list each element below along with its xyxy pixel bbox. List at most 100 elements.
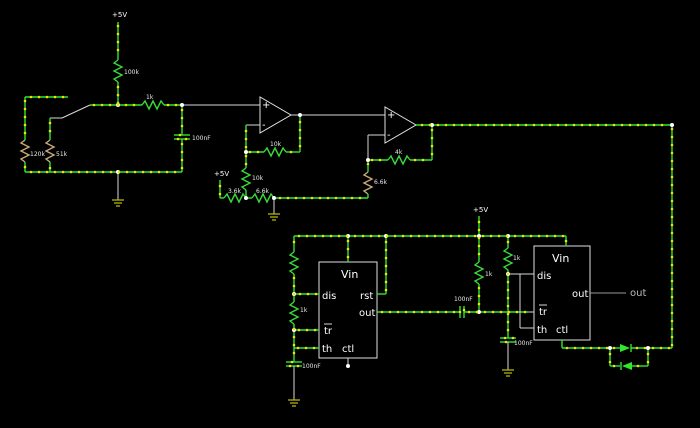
current-dot: [292, 276, 296, 280]
current-dot: [556, 123, 560, 127]
current-dot: [428, 123, 432, 127]
timer2-tr: tr: [539, 307, 548, 318]
current-dot: [506, 320, 510, 324]
timer1-rst: rst: [360, 291, 373, 302]
current-dot: [278, 196, 282, 200]
current-dot: [393, 234, 397, 238]
resistor-51k[interactable]: [44, 139, 56, 163]
current-dot: [644, 123, 648, 127]
current-dot: [477, 228, 481, 232]
current-dot: [178, 133, 182, 137]
diode-1[interactable]: [620, 344, 630, 352]
current-dot: [288, 364, 292, 368]
current-dot: [180, 108, 184, 112]
resistor-3-6k[interactable]: [223, 192, 247, 204]
resistor-1k-timer2[interactable]: [502, 247, 514, 271]
current-dot: [346, 255, 350, 259]
current-dot: [85, 170, 89, 174]
current-dot: [296, 364, 300, 368]
current-dot: [116, 32, 120, 36]
current-dot: [425, 234, 429, 238]
current-dot: [508, 123, 512, 127]
current-dot: [659, 346, 663, 350]
current-dot: [23, 107, 27, 111]
current-dot: [180, 142, 184, 146]
current-dot: [421, 158, 425, 162]
r-1k-mid-label: 1k: [485, 271, 493, 278]
current-dot: [218, 184, 222, 188]
current-dot: [184, 137, 188, 141]
current-dot: [396, 310, 400, 314]
current-dot: [635, 346, 639, 350]
current-dot: [29, 170, 33, 174]
diode-2[interactable]: [622, 362, 632, 370]
resistor-10k-vertical[interactable]: [240, 167, 252, 191]
resistor-4k[interactable]: [387, 154, 411, 166]
timer-2[interactable]: Vin dis out tr th ctl: [533, 245, 591, 341]
current-dot: [548, 123, 552, 127]
timer2-wiring: 1k 100nF out: [500, 123, 674, 377]
current-dot: [670, 271, 674, 275]
current-dot: [646, 360, 650, 364]
current-dot: [292, 335, 296, 339]
resistor-6-6k-a[interactable]: [251, 192, 275, 204]
current-dot: [503, 336, 507, 340]
c-100nF-mid-label: 100nF: [454, 296, 473, 303]
current-dot: [298, 292, 302, 296]
current-dot: [537, 234, 541, 238]
current-dot: [612, 346, 616, 350]
current-dot: [468, 123, 472, 127]
c-100nF-timer1-label: 100nF: [302, 363, 321, 370]
current-dot: [670, 255, 674, 259]
current-dot: [305, 328, 309, 332]
resistor-100k[interactable]: [112, 59, 124, 83]
current-dot: [497, 234, 501, 238]
current-dot: [45, 95, 49, 99]
r-10k-vert-label: 10k: [252, 175, 264, 182]
timer1-wiring: 1k 100nF: [286, 234, 566, 407]
r-51k-label: 51k: [56, 151, 68, 158]
current-dot: [428, 310, 432, 314]
current-dot: [366, 162, 370, 166]
current-dot: [564, 239, 568, 243]
current-dot: [244, 162, 248, 166]
resistor-1k-timer1-b[interactable]: [288, 301, 300, 325]
current-dot: [294, 196, 298, 200]
resistor-10k-feedback[interactable]: [263, 146, 287, 158]
resistor-1k-top[interactable]: [141, 99, 165, 111]
current-dot: [452, 310, 456, 314]
current-dot: [581, 346, 585, 350]
current-dot: [346, 247, 350, 251]
timer1-th: th: [322, 344, 332, 355]
current-dot: [460, 123, 464, 127]
current-dot: [180, 150, 184, 154]
current-dot: [670, 143, 674, 147]
current-dot: [256, 150, 260, 154]
resistor-1k-mid[interactable]: [473, 261, 485, 285]
current-dot: [305, 234, 309, 238]
resistor-6-6k-b[interactable]: [362, 171, 374, 195]
current-dot: [420, 123, 424, 127]
current-dot: [605, 346, 609, 350]
current-dot: [413, 158, 417, 162]
current-dot: [218, 192, 222, 196]
current-dot: [48, 121, 52, 125]
current-dot: [580, 123, 584, 127]
current-dot: [452, 123, 456, 127]
current-dot: [670, 319, 674, 323]
resistor-1k-timer1-a[interactable]: [288, 251, 300, 275]
current-dot: [312, 346, 316, 350]
current-dot: [244, 145, 248, 149]
current-dot: [384, 264, 388, 268]
switch[interactable]: [61, 104, 91, 119]
timer-1[interactable]: Vin dis rst out tr th ctl: [318, 261, 378, 359]
current-dot: [244, 129, 248, 133]
current-dot: [69, 170, 73, 174]
current-dot: [573, 346, 577, 350]
current-dot: [504, 340, 508, 344]
current-dot: [404, 310, 408, 314]
current-dot: [553, 234, 557, 238]
resistor-120k[interactable]: [19, 139, 31, 163]
current-dot: [670, 311, 674, 315]
current-dot: [465, 234, 469, 238]
